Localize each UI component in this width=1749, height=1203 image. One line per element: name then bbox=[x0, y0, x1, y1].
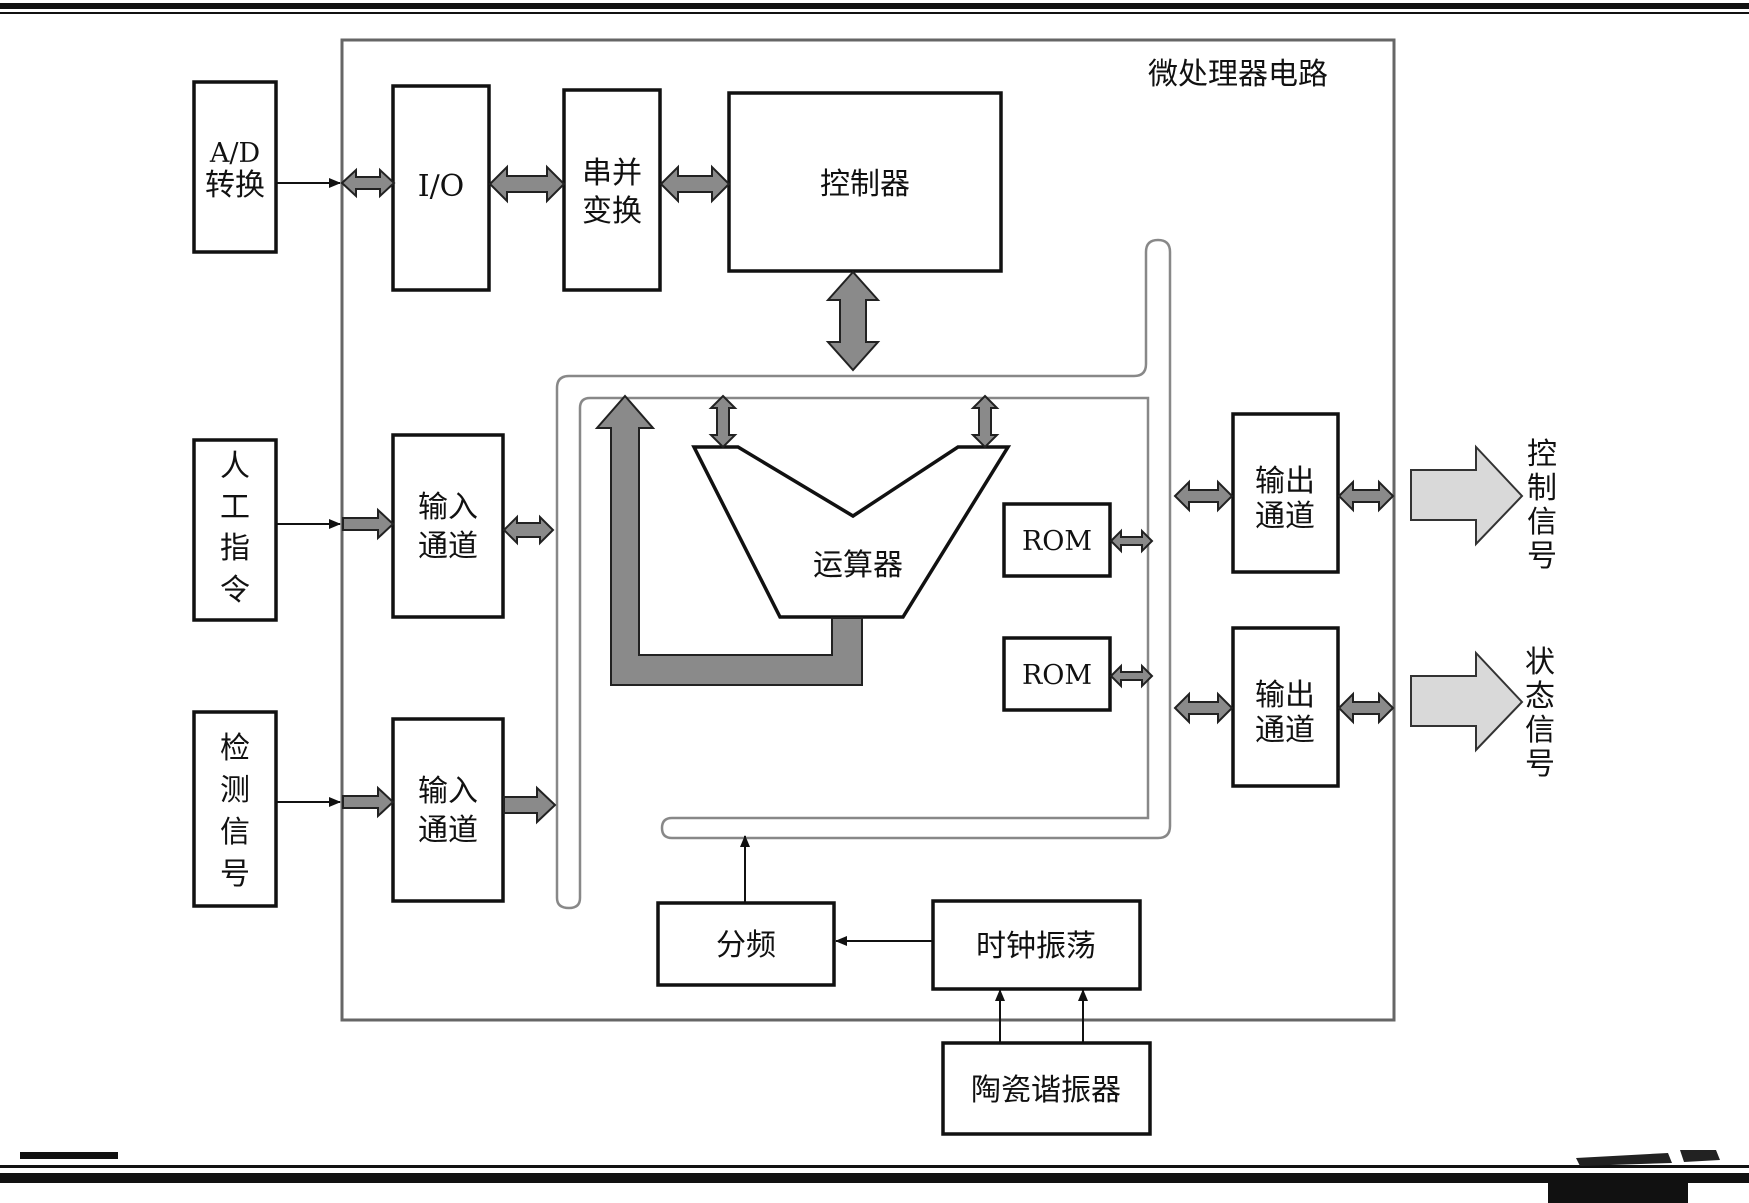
serial-parallel-block: 串并 变换 bbox=[562, 88, 662, 292]
control-signal-arrow bbox=[1410, 444, 1524, 547]
outer-bus bbox=[555, 238, 1172, 910]
rom2-bus-double-arrow bbox=[1109, 663, 1154, 689]
bus-output1-double-arrow bbox=[1173, 479, 1234, 513]
rom2-label: ROM bbox=[1022, 660, 1092, 691]
detect-label-2: 测 bbox=[220, 773, 250, 808]
status-char-3: 信 bbox=[1525, 713, 1555, 748]
ad-converter-block: A/D 转换 bbox=[192, 80, 278, 254]
divider-label: 分频 bbox=[716, 928, 776, 963]
alu-block: 运算器 bbox=[691, 445, 1012, 619]
control-char-4: 号 bbox=[1527, 539, 1557, 574]
input2-label-line2: 通道 bbox=[418, 813, 478, 848]
rom-block-1: ROM bbox=[1002, 502, 1112, 578]
io-block: I/O bbox=[391, 84, 491, 292]
clock-oscillator-block: 时钟振荡 bbox=[931, 899, 1142, 991]
output1-label-line1: 输出 bbox=[1255, 464, 1315, 499]
input2-bus-arrow bbox=[503, 785, 557, 825]
controller-bus-double-arrow bbox=[825, 270, 881, 372]
status-signal-label: 状 态 信 号 bbox=[1525, 645, 1555, 782]
alu-feedback-arrow bbox=[594, 394, 863, 686]
io-label: I/O bbox=[418, 169, 465, 204]
serial-label-line1: 串并 bbox=[582, 156, 642, 191]
page-rules bbox=[0, 3, 1749, 1203]
clock-label: 时钟振荡 bbox=[976, 929, 1096, 964]
input-channel-1: 输入 通道 bbox=[391, 433, 505, 619]
status-char-2: 态 bbox=[1525, 679, 1555, 714]
manual-command-block: 人 工 指 令 bbox=[192, 438, 278, 622]
serial-controller-double-arrow bbox=[659, 164, 731, 204]
resonator-label: 陶瓷谐振器 bbox=[971, 1073, 1121, 1108]
manual-label-3: 指 bbox=[220, 531, 250, 566]
ad-label-line2: 转换 bbox=[205, 168, 265, 203]
output-channel-2: 输出 通道 bbox=[1231, 626, 1340, 788]
control-char-1: 控 bbox=[1527, 437, 1557, 472]
ceramic-resonator-block: 陶瓷谐振器 bbox=[941, 1041, 1152, 1136]
alu-right-double-arrow bbox=[970, 394, 1000, 449]
input1-label-line1: 输入 bbox=[418, 490, 478, 525]
controller-label: 控制器 bbox=[820, 167, 910, 202]
serial-label-line2: 变换 bbox=[582, 194, 642, 229]
output2-label-line2: 通道 bbox=[1255, 713, 1315, 748]
rom1-bus-double-arrow bbox=[1109, 528, 1154, 554]
rom-block-2: ROM bbox=[1002, 636, 1112, 712]
input-channel-2: 输入 通道 bbox=[391, 717, 505, 903]
input1-bus-double-arrow bbox=[502, 514, 555, 546]
output2-out-double-arrow bbox=[1337, 691, 1395, 725]
output1-out-double-arrow bbox=[1337, 479, 1395, 513]
status-char-4: 号 bbox=[1525, 747, 1555, 782]
status-char-1: 状 bbox=[1525, 645, 1555, 680]
divider-block: 分频 bbox=[656, 901, 836, 987]
output-channel-1: 输出 通道 bbox=[1231, 412, 1340, 574]
rom1-label: ROM bbox=[1022, 526, 1092, 557]
control-char-2: 制 bbox=[1527, 471, 1557, 506]
ad-io-double-arrow bbox=[340, 167, 396, 199]
manual-label-1: 人 bbox=[220, 449, 250, 484]
manual-label-2: 工 bbox=[220, 490, 250, 525]
detect-to-input2-arrow bbox=[342, 785, 395, 819]
output2-label-line1: 输出 bbox=[1255, 678, 1315, 713]
control-signal-label: 控 制 信 号 bbox=[1527, 437, 1557, 574]
frame-title: 微处理器电路 bbox=[1148, 57, 1328, 92]
ad-label-line1: A/D bbox=[209, 138, 260, 169]
input2-label-line1: 输入 bbox=[418, 774, 478, 809]
detect-label-1: 检 bbox=[220, 731, 250, 766]
output1-label-line2: 通道 bbox=[1255, 499, 1315, 534]
io-serial-double-arrow bbox=[488, 164, 566, 204]
manual-label-4: 令 bbox=[220, 573, 250, 608]
page-logo bbox=[1576, 1150, 1720, 1166]
detection-signal-block: 检 测 信 号 bbox=[192, 710, 278, 908]
manual-to-input1-arrow bbox=[342, 507, 395, 541]
controller-block: 控制器 bbox=[727, 91, 1003, 273]
control-char-3: 信 bbox=[1527, 505, 1557, 540]
detect-label-4: 号 bbox=[220, 857, 250, 892]
alu-label: 运算器 bbox=[813, 548, 903, 583]
status-signal-arrow bbox=[1410, 650, 1524, 753]
alu-left-double-arrow bbox=[708, 394, 738, 449]
bus-output2-double-arrow bbox=[1173, 691, 1234, 725]
detect-label-3: 信 bbox=[220, 815, 250, 850]
input1-label-line2: 通道 bbox=[418, 529, 478, 564]
